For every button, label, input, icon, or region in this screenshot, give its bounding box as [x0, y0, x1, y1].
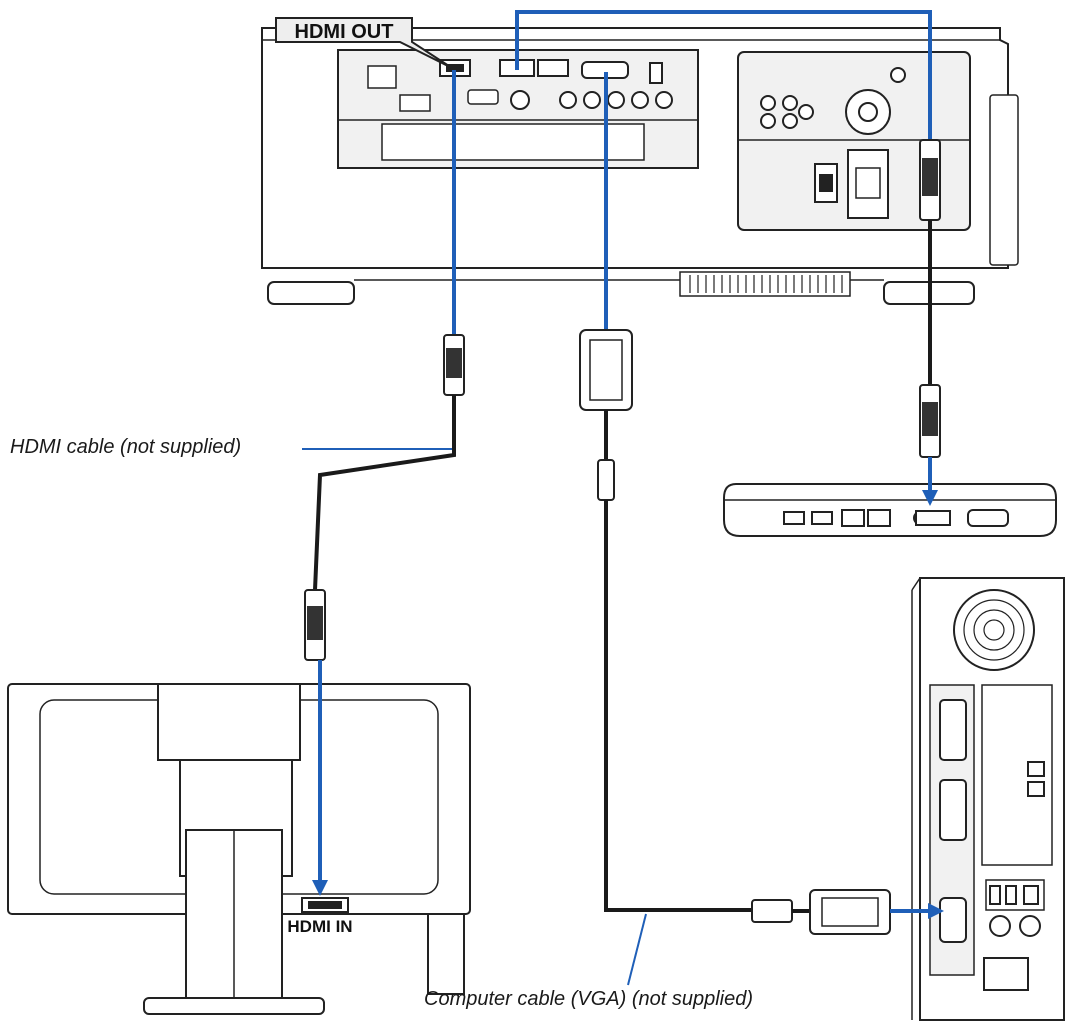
vga-cable-leader: [627, 913, 647, 986]
hdmi-cable-caption: HDMI cable (not supplied): [10, 436, 242, 458]
projector-vent-slats: [689, 275, 843, 293]
monitor: [7, 683, 471, 1015]
laptop-hdmi-port: [915, 510, 951, 526]
tower-power-inlet: [983, 957, 1029, 991]
tower-fan-grille: [953, 589, 1035, 671]
projector-control-panel: [737, 51, 971, 231]
vga-cable-caption: Computer cable (VGA) (not supplied): [424, 988, 754, 1010]
tower-vga-port: [939, 897, 967, 943]
hdmi-cable-laptop: [515, 10, 941, 506]
hdmi-out-label: HDMI OUT: [295, 21, 394, 43]
hdmi-out-callout: HDMI OUT: [275, 17, 453, 69]
vga-cable-pc: [579, 72, 944, 935]
projector: [261, 27, 1019, 305]
hdmi-cable-monitor: [304, 70, 465, 896]
desktop-tower: [911, 577, 1065, 1021]
hdmi-in-label: HDMI IN: [287, 917, 352, 936]
laptop: [723, 483, 1057, 537]
